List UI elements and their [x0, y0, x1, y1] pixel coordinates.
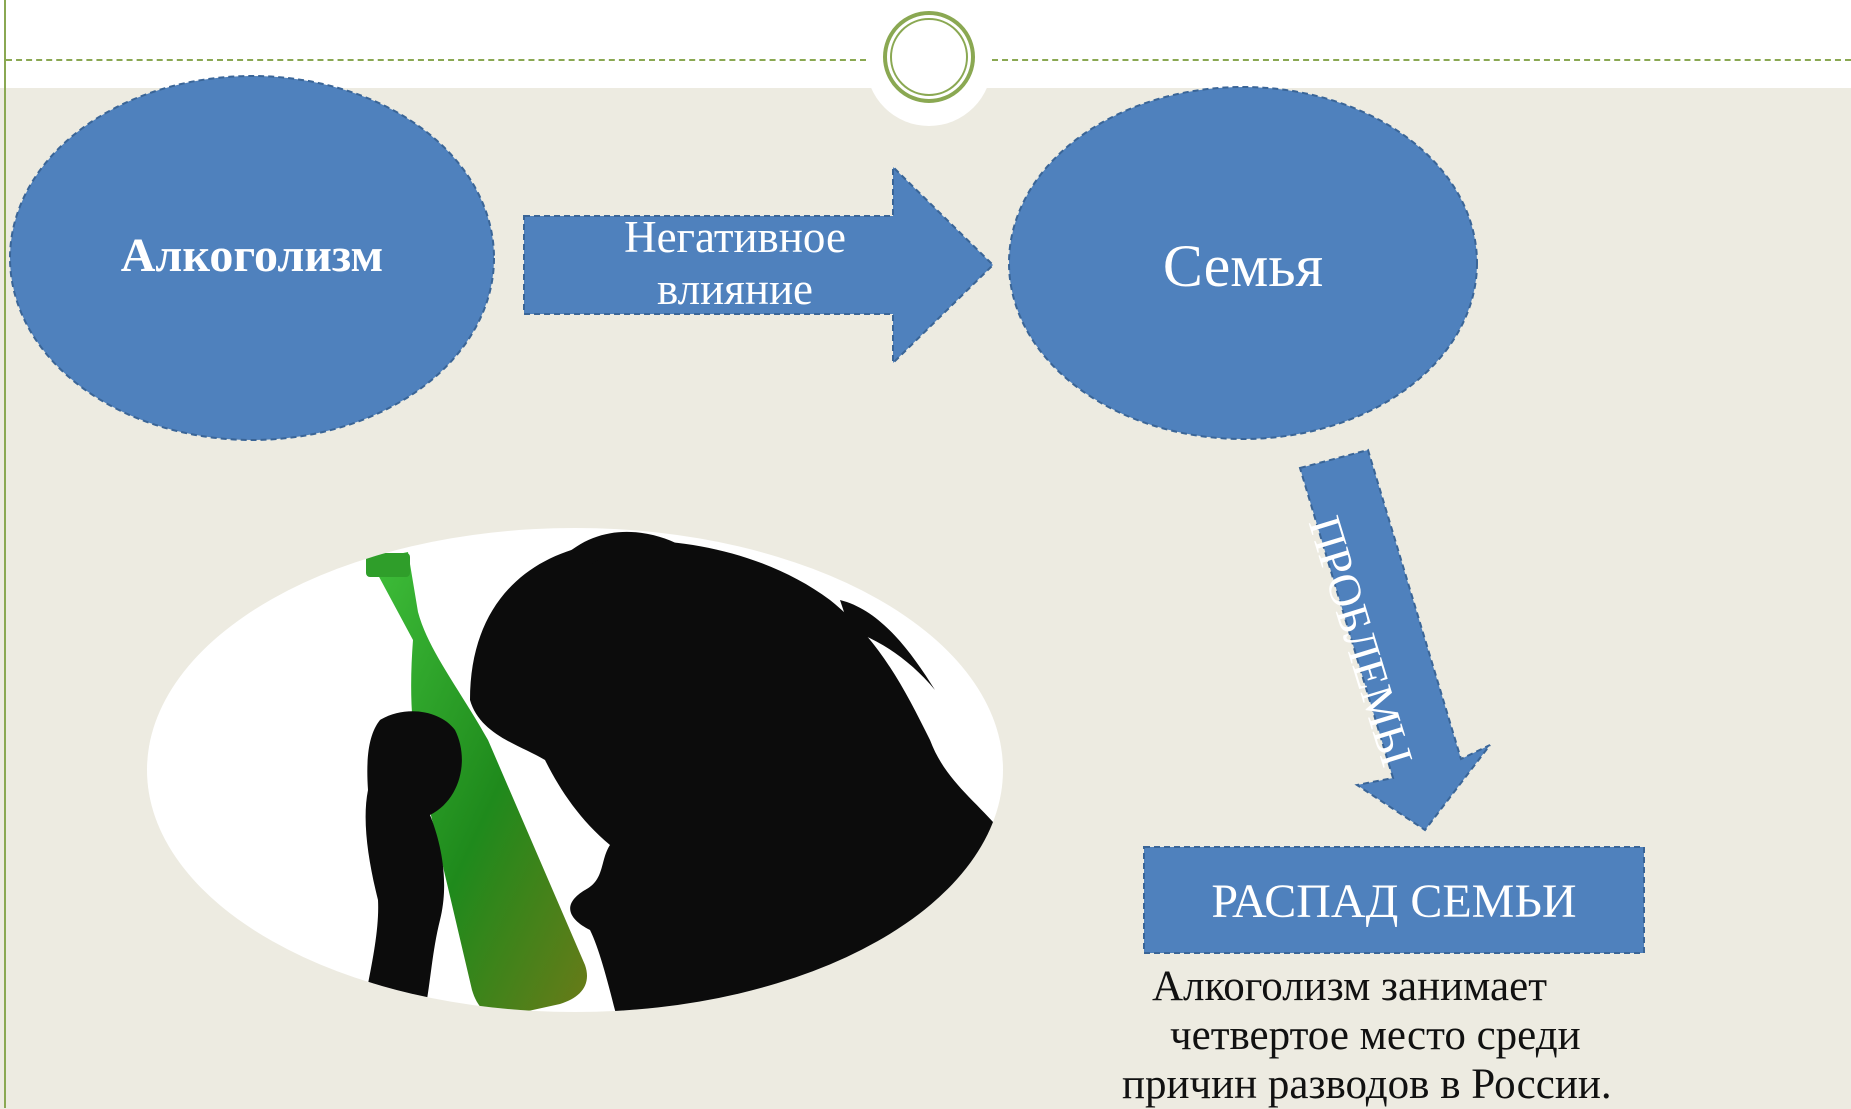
family-breakup-label: РАСПАД СЕМЬИ [1211, 875, 1577, 928]
negative-influence-label: Негативное влияние [540, 212, 930, 316]
caption-line-2: четвертое место среди [1170, 1012, 1581, 1059]
caption-line-3: причин разводов в России. [1122, 1061, 1612, 1108]
negative-influence-arrow [523, 164, 995, 366]
header-circle-inner-ring [890, 18, 968, 96]
header-dashed-line-left [6, 59, 866, 61]
header-circle-ornament [883, 11, 975, 103]
caption-line-1: Алкоголизм занимает [1152, 963, 1547, 1010]
hand [360, 711, 462, 1012]
negative-influence-line1: Негативное [624, 212, 846, 262]
family-breakup-box [1143, 846, 1645, 954]
problems-arrow [1298, 448, 1491, 832]
left-border-line [4, 0, 6, 1108]
person-silhouette [470, 540, 1003, 1012]
alcoholism-node [9, 75, 495, 441]
header-dashed-line-right [992, 59, 1851, 61]
family-node [1008, 86, 1478, 440]
silhouette-photo [147, 528, 1003, 1012]
alcoholism-label: Алкоголизм [120, 229, 384, 282]
bottle [370, 552, 587, 1012]
negative-influence-line2: влияние [656, 263, 814, 314]
family-label: Семья [1162, 233, 1324, 299]
